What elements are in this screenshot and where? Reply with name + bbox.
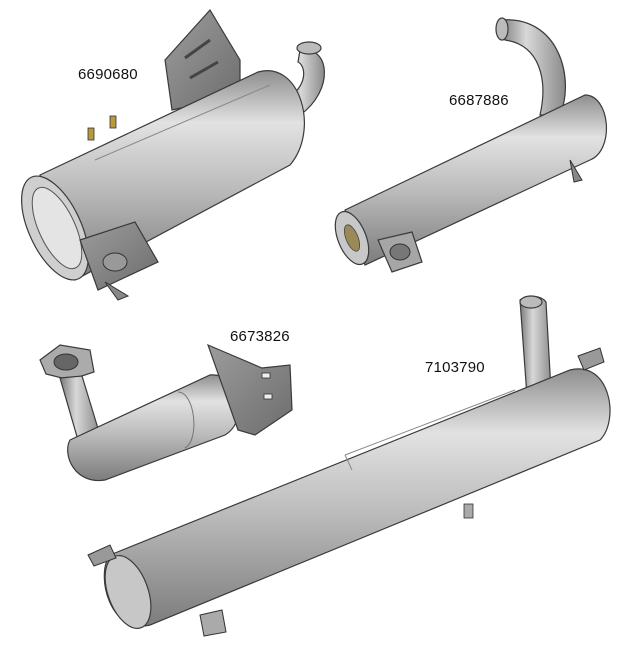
part-number-label: 6687886 xyxy=(449,92,509,109)
part-number-label: 6673826 xyxy=(230,328,290,345)
muffler-7103790 xyxy=(87,295,611,637)
part-number-label: 7103790 xyxy=(425,359,485,376)
muffler-6673826 xyxy=(39,343,293,482)
muffler-6687886 xyxy=(334,17,608,273)
part-number-label: 6690680 xyxy=(78,66,138,83)
muffler-6690680 xyxy=(21,8,325,301)
